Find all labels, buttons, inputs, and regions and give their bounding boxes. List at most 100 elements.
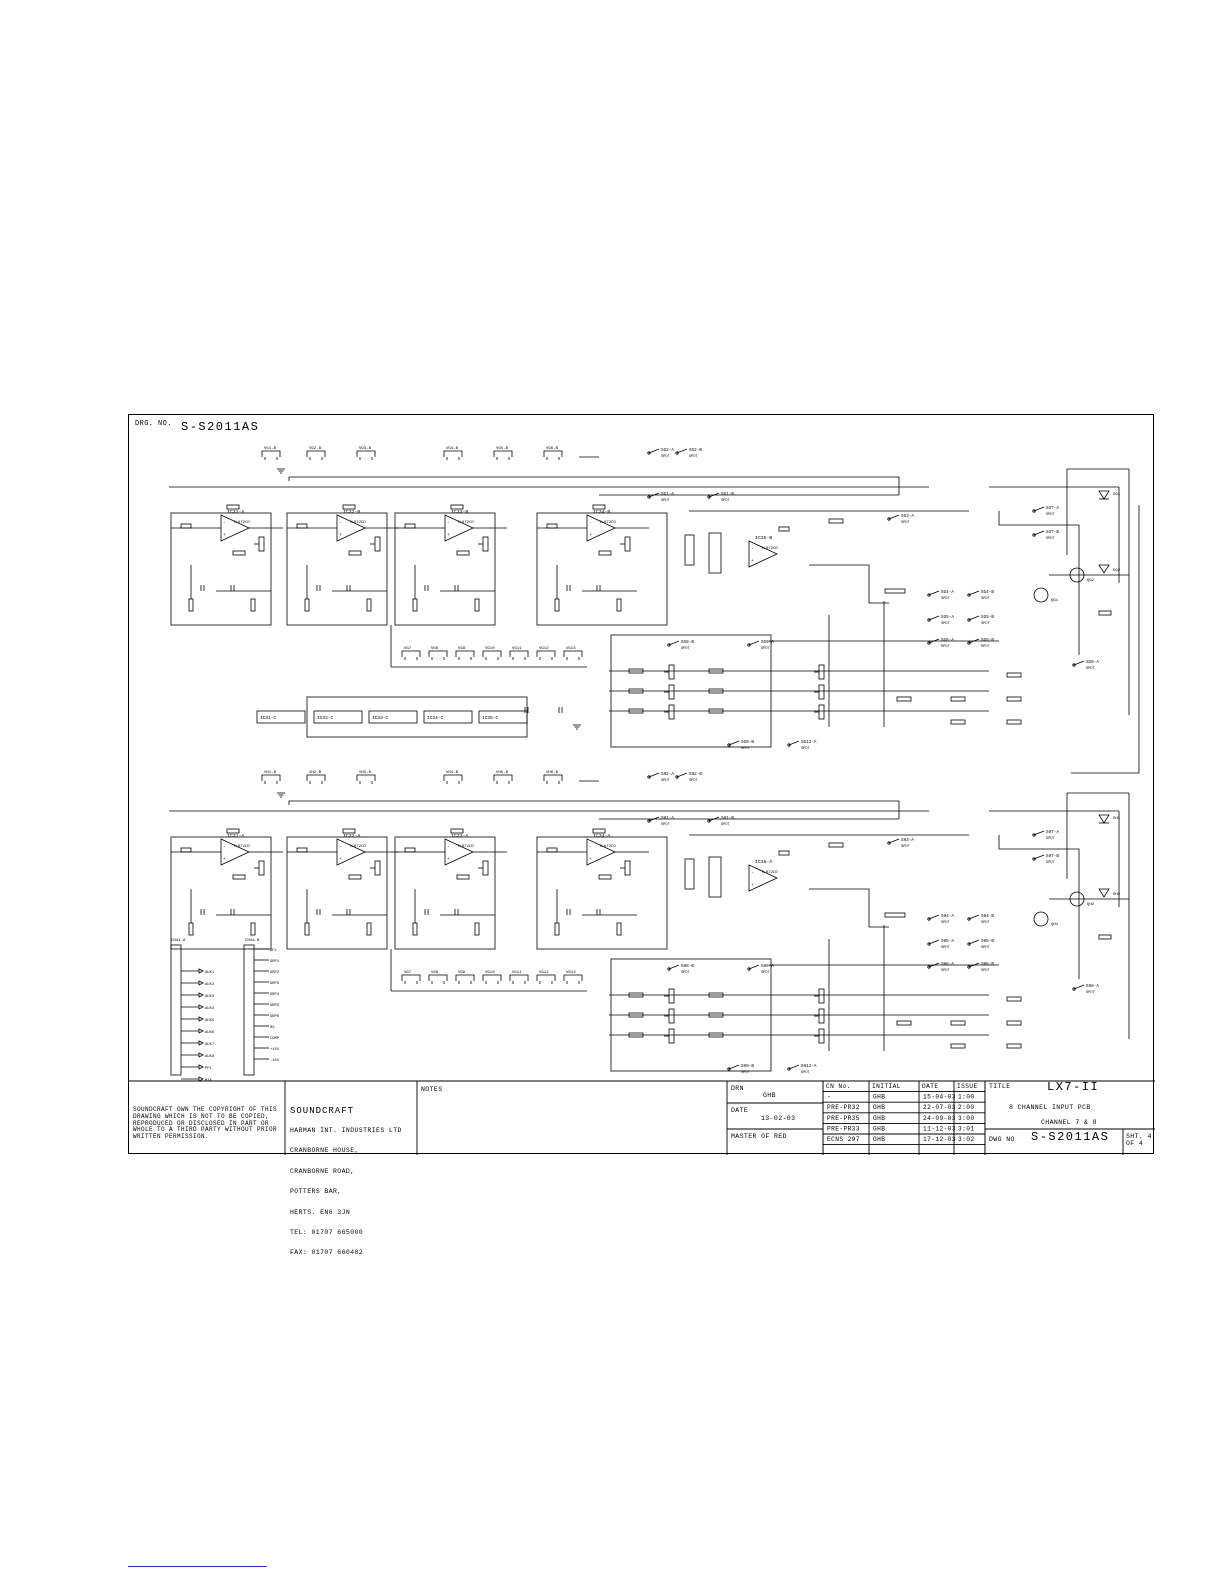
resistor <box>708 1012 724 1018</box>
connector-pin: GRP4 <box>270 993 280 997</box>
opamp-label: IC32-A <box>343 833 360 839</box>
jumper-label: VG7 <box>404 647 412 651</box>
rev-cell: GHB <box>873 1104 885 1111</box>
switch-contact <box>647 819 651 823</box>
resistor <box>708 668 724 674</box>
rev-cell: 3:02 <box>958 1136 974 1143</box>
ic-label: IC31-C <box>260 715 277 721</box>
resistor <box>412 922 418 936</box>
opamp-pin: - <box>751 547 754 552</box>
wire <box>455 650 475 657</box>
switch-contact <box>747 967 751 971</box>
switch-label: SH4-B <box>981 914 994 919</box>
opamp <box>444 838 474 866</box>
jumper-label: VH2-B <box>309 771 322 775</box>
wire <box>563 974 583 981</box>
aux-send-frame <box>610 634 772 748</box>
copyright-notice: SOUNDCRAFT OWN THE COPYRIGHT OF THIS DRA… <box>133 1106 278 1141</box>
switch-contact <box>967 641 971 645</box>
connector-arrow <box>198 1076 204 1082</box>
switch-contact <box>787 743 791 747</box>
switch-type: SPDT <box>721 499 730 503</box>
resistor <box>188 598 194 612</box>
wire <box>788 740 800 746</box>
wire <box>543 450 563 457</box>
resistor <box>708 992 724 998</box>
transistor <box>1069 567 1085 583</box>
opamp-pin: + <box>589 857 592 862</box>
switch-label: SG8-A <box>1086 660 1099 665</box>
opamp-type: TL072CD <box>349 521 366 525</box>
resistor <box>188 922 194 936</box>
wire <box>708 492 720 498</box>
resistor <box>1006 719 1022 725</box>
wire <box>676 772 688 778</box>
company-block: SOUNDCRAFT HARMAN INT. INDUSTRIES LTD CR… <box>290 1094 402 1271</box>
resistor <box>1098 610 1112 616</box>
switch-type: SPDT <box>661 499 670 503</box>
switch-type: SPDT <box>941 969 950 973</box>
switch-type: SPDT <box>981 597 990 601</box>
wire <box>968 615 980 621</box>
rev-cell: 3:01 <box>958 1125 974 1132</box>
wire <box>968 914 980 920</box>
subtitle-channel: CHANNEL 7 & 8 <box>1041 1119 1097 1126</box>
resistor <box>778 850 790 856</box>
wire <box>455 974 475 981</box>
footer-link-underline[interactable] <box>128 1566 267 1567</box>
wire <box>536 974 556 981</box>
transistor-label: QG2 <box>1087 579 1095 583</box>
resistor <box>348 874 362 880</box>
opamp <box>444 514 474 542</box>
switch-contact <box>675 451 679 455</box>
ic-label: IC33-C <box>372 715 389 721</box>
wire <box>356 774 376 781</box>
switch-label: SG1-B <box>721 492 734 497</box>
switch-type: SPDT <box>681 971 690 975</box>
switch-type: SPDT <box>661 779 670 783</box>
wire <box>648 816 660 822</box>
jumper-label: VG6-B <box>546 447 559 451</box>
switch-label: SH12-A <box>801 1064 817 1069</box>
switch-label: SG2-B <box>689 448 702 453</box>
opamp-pin: + <box>339 857 342 862</box>
jumper-label: VH4-B <box>446 771 459 775</box>
switch-contact <box>967 965 971 969</box>
opamp-type: TL072CD <box>457 521 474 525</box>
switch-label: SH8-B <box>681 964 694 969</box>
switch-type: SPDT <box>981 969 990 973</box>
opamp-type: TL072CD <box>233 521 250 525</box>
wire <box>1033 530 1045 536</box>
wire <box>809 888 889 928</box>
switch-label: SH1-B <box>721 816 734 821</box>
resistor <box>232 874 246 880</box>
resistor <box>404 523 416 529</box>
opamp <box>586 838 616 866</box>
switch-label: SG1-A <box>661 492 674 497</box>
wire <box>888 838 900 844</box>
fader-block <box>708 856 722 898</box>
switch-type: SPDT <box>1086 991 1095 995</box>
eq-stage-frame <box>170 836 272 950</box>
switch-label: SH9-B <box>741 1064 754 1069</box>
switch-type: SPDT <box>801 1071 810 1075</box>
connector-pin: GRP2 <box>270 971 280 975</box>
opamp-pin: - <box>447 845 450 850</box>
switch-contact <box>675 775 679 779</box>
rev-cell: ECNS 297 <box>827 1136 860 1143</box>
potentiometer <box>482 860 489 876</box>
switch-type: SPDT <box>981 946 990 950</box>
led-label: DH1 <box>1113 817 1121 821</box>
resistor <box>628 708 644 714</box>
resistor <box>1006 1020 1022 1026</box>
resistor <box>554 922 560 936</box>
resistor <box>1098 934 1112 940</box>
rev-cell: 11-12-03 <box>923 1125 956 1132</box>
opamp-label: IC34-B <box>593 509 610 515</box>
wire <box>288 800 900 819</box>
opamp-pin: - <box>223 845 226 850</box>
transistor <box>1033 587 1049 603</box>
ic-block <box>423 710 473 724</box>
